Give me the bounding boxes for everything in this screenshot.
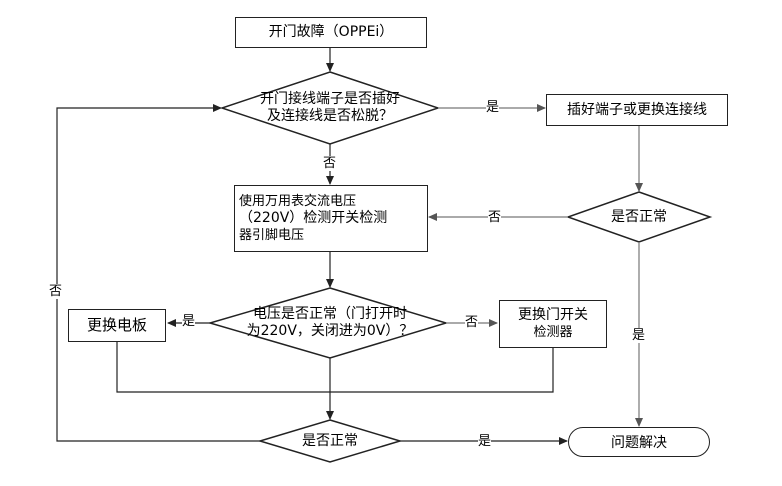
start-node-text: 开门故障（OPPEi） bbox=[268, 24, 394, 40]
decision-wiring-line1: 开门接线端子是否插好 bbox=[260, 91, 400, 107]
label-yes-right: 是 bbox=[632, 328, 646, 343]
resolved-node: 问题解决 bbox=[568, 427, 710, 457]
replace-detector-node: 更换门开关 检测器 bbox=[499, 300, 607, 348]
fix-wiring-text: 插好端子或更换连接线 bbox=[567, 101, 707, 118]
decision-normal-right: 是否正常 bbox=[589, 208, 689, 226]
measure-line1: 使用万用表交流电压 bbox=[239, 194, 357, 209]
label-yes-wiring: 是 bbox=[486, 100, 500, 115]
replace-detector-line2: 检测器 bbox=[533, 325, 573, 340]
label-no-loop: 否 bbox=[49, 284, 63, 299]
measure-line2: （220V）检测开关检测 bbox=[239, 210, 388, 226]
decision-voltage-line2: 为220V，关闭进为0V）？ bbox=[246, 323, 414, 339]
decision-wiring: 开门接线端子是否插好 及连接线是否松脱？ bbox=[232, 90, 428, 126]
measure-node: 使用万用表交流电压 （220V）检测开关检测 器引脚电压 bbox=[234, 185, 428, 252]
decision-normal-bottom: 是否正常 bbox=[280, 432, 380, 450]
decision-normal-bottom-shape bbox=[257, 419, 403, 463]
start-node: 开门故障（OPPEi） bbox=[235, 17, 427, 48]
replace-board-node: 更换电板 bbox=[68, 309, 166, 342]
decision-voltage: 电压是否正常（门打开时 为220V，关闭进为0V）？ bbox=[222, 305, 438, 341]
fix-wiring-node: 插好端子或更换连接线 bbox=[546, 94, 728, 126]
label-yes-voltage: 是 bbox=[182, 314, 196, 329]
replace-detector-line1: 更换门开关 bbox=[518, 307, 588, 323]
label-yes-bottom: 是 bbox=[478, 434, 492, 449]
decision-normal-bottom-text: 是否正常 bbox=[302, 432, 358, 449]
decision-voltage-line1: 电压是否正常（门打开时 bbox=[253, 306, 407, 322]
resolved-text: 问题解决 bbox=[611, 435, 667, 451]
label-no-right: 否 bbox=[488, 210, 502, 225]
replace-board-text: 更换电板 bbox=[86, 316, 147, 334]
decision-normal-right-text: 是否正常 bbox=[611, 208, 667, 225]
measure-line3: 器引脚电压 bbox=[239, 228, 305, 243]
label-no-voltage: 否 bbox=[465, 315, 479, 330]
label-no-wiring: 否 bbox=[323, 156, 337, 171]
decision-wiring-line2: 及连接线是否松脱？ bbox=[267, 108, 393, 124]
